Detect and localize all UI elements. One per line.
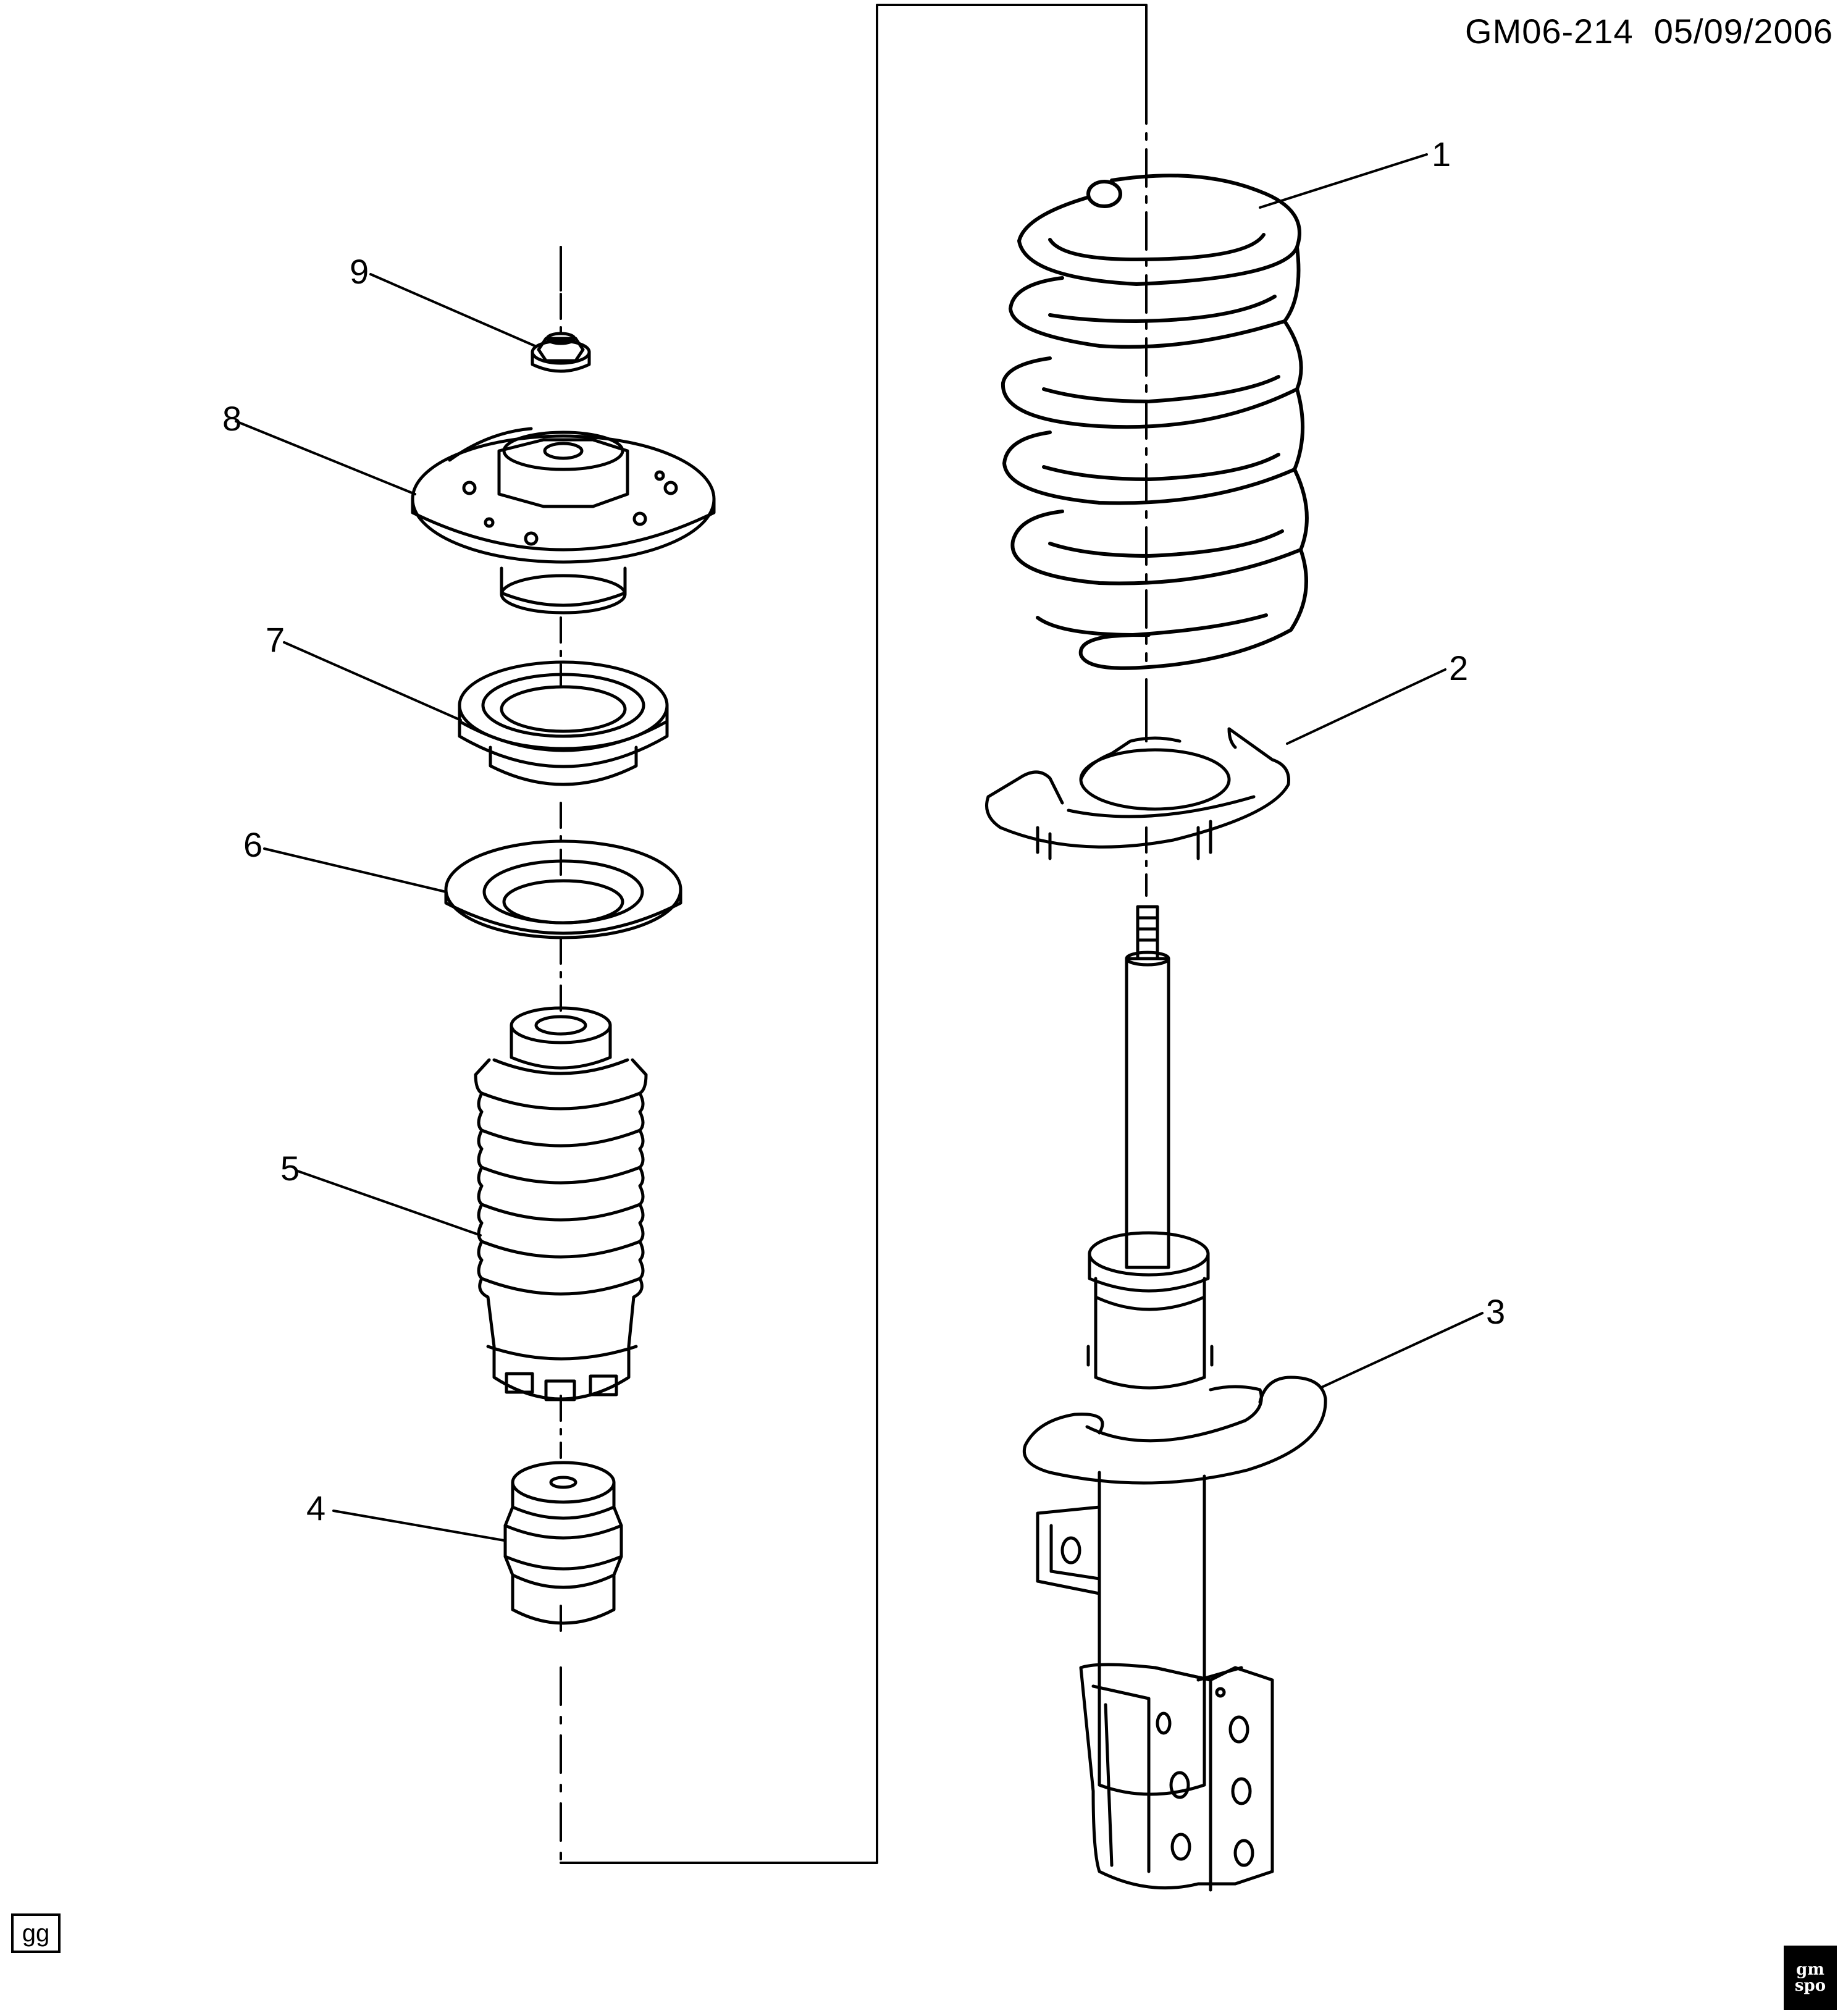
assembly-lines <box>560 4 1148 1864</box>
diagram-date: 05/09/2006 <box>1653 12 1833 51</box>
part-3-strut <box>1023 905 1327 1892</box>
callout-2: 2 <box>1449 649 1469 687</box>
callout-8: 8 <box>222 399 242 438</box>
illustrator-stamp: gg <box>11 1913 61 1953</box>
callout-3: 3 <box>1486 1292 1506 1331</box>
part-5-dust-boot <box>474 1006 648 1401</box>
part-4-bumper <box>503 1461 623 1625</box>
leader-lines <box>235 153 1484 1542</box>
diagram-id: GM06-214 <box>1465 12 1634 51</box>
part-2-upper-insulator <box>985 727 1290 860</box>
callout-4: 4 <box>306 1489 326 1527</box>
part-1-coil-spring <box>1001 174 1309 670</box>
logo-line-1: gm <box>1796 1960 1824 1979</box>
diagram-header: GM06-214 05/09/2006 <box>1465 11 1833 51</box>
callout-7: 7 <box>266 620 285 659</box>
part-8-strut-mount <box>411 427 716 615</box>
gm-spo-logo: gm spo <box>1784 1946 1837 2010</box>
part-7-bearing <box>458 660 669 786</box>
part-6-spring-seat <box>444 839 682 939</box>
callout-6: 6 <box>243 825 263 864</box>
logo-line-2: spo <box>1794 1976 1826 1995</box>
part-9-nut <box>531 332 591 373</box>
callout-1: 1 <box>1432 135 1451 174</box>
callout-9: 9 <box>350 252 369 291</box>
callout-5: 5 <box>280 1149 300 1188</box>
